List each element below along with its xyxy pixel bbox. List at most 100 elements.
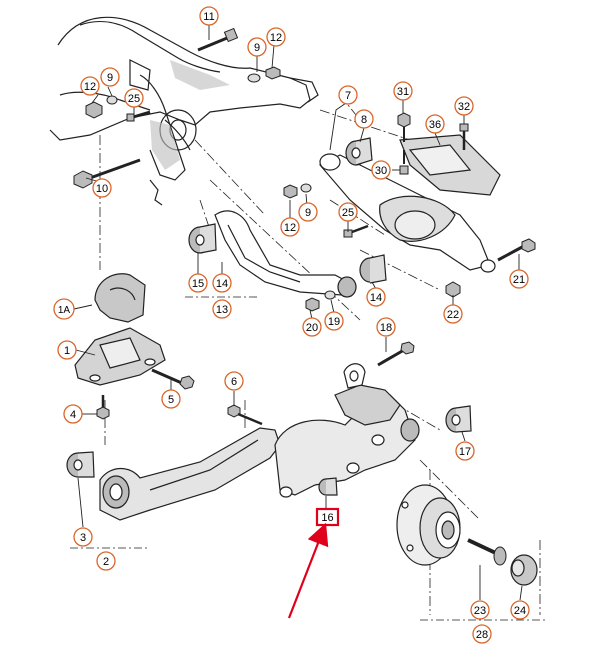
callout-label: 12 <box>284 222 296 234</box>
callout-24[interactable]: 24 <box>510 600 530 620</box>
callout-18[interactable]: 18 <box>376 317 396 337</box>
callout-label: 11 <box>203 11 214 23</box>
callout-label: 23 <box>474 605 486 617</box>
callout-label: 6 <box>231 376 237 388</box>
callout-label: 32 <box>458 101 470 113</box>
callout-label: 25 <box>128 93 140 105</box>
callout-23[interactable]: 23 <box>470 600 490 620</box>
callout-label: 10 <box>96 183 108 195</box>
callout-5[interactable]: 5 <box>161 389 181 409</box>
callout-11[interactable]: 11 <box>199 6 219 26</box>
callout-label: 7 <box>345 90 351 102</box>
wheel-bearing-housing <box>274 363 420 498</box>
callout-label: 31 <box>397 86 409 98</box>
nut-22 <box>445 281 461 298</box>
callout-32[interactable]: 32 <box>454 96 474 116</box>
callout-2[interactable]: 2 <box>96 551 116 571</box>
bushing-14 <box>337 254 387 298</box>
callout-25-left[interactable]: 25 <box>124 88 144 108</box>
callout-label: 22 <box>447 309 459 321</box>
callout-28[interactable]: 28 <box>472 624 492 644</box>
callout-4[interactable]: 4 <box>63 404 83 424</box>
nut-washer-upper-right <box>247 66 281 83</box>
callout-label: 3 <box>80 532 86 544</box>
callout-label: 1A <box>58 305 71 316</box>
callout-label: 17 <box>459 446 471 458</box>
callout-label: 9 <box>107 72 113 84</box>
nut-31 <box>397 112 411 142</box>
bolt-21 <box>497 238 536 262</box>
callout-21[interactable]: 21 <box>509 269 529 289</box>
bolt-10 <box>73 158 141 189</box>
callout-16-highlighted[interactable]: 16 <box>315 496 340 527</box>
callout-1a[interactable]: 1A <box>53 298 75 320</box>
dust-cap-24 <box>510 554 538 586</box>
callout-25-mid[interactable]: 25 <box>338 202 358 222</box>
callout-label: 14 <box>370 292 382 304</box>
callout-7[interactable]: 7 <box>338 85 358 105</box>
callout-12-left[interactable]: 12 <box>80 76 100 96</box>
bolt-11 <box>197 27 239 52</box>
washer-19-nut-20 <box>305 290 336 312</box>
callout-label: 12 <box>84 81 96 93</box>
bracket-1 <box>74 327 166 386</box>
callout-label: 28 <box>476 629 488 641</box>
wheel-hub-28 <box>396 484 461 566</box>
callout-label: 36 <box>429 119 441 131</box>
callout-36[interactable]: 36 <box>425 114 445 134</box>
callout-10[interactable]: 10 <box>92 178 112 198</box>
callout-17[interactable]: 17 <box>455 441 475 461</box>
callout-label: 21 <box>513 274 525 286</box>
callout-label: 8 <box>361 114 367 126</box>
callout-9-mid[interactable]: 9 <box>298 202 318 222</box>
callout-label: 9 <box>254 42 260 54</box>
hub-bolt-23 <box>467 538 507 566</box>
nut-washer-mid <box>283 183 312 199</box>
bushing-15 <box>188 223 217 254</box>
callout-22[interactable]: 22 <box>443 304 463 324</box>
callout-1[interactable]: 1 <box>57 340 77 360</box>
bolt-6 <box>227 404 263 426</box>
callout-20[interactable]: 20 <box>302 317 322 337</box>
callout-label: 18 <box>380 322 392 334</box>
bushing-17 <box>445 405 472 433</box>
bolt-4 <box>96 395 110 420</box>
callout-label: 12 <box>270 32 282 44</box>
callout-label: 20 <box>306 322 318 334</box>
callout-14-left[interactable]: 14 <box>212 273 232 293</box>
callout-15[interactable]: 15 <box>188 273 208 293</box>
callout-13[interactable]: 13 <box>212 299 232 319</box>
lower-control-arm <box>319 153 496 273</box>
callout-8[interactable]: 8 <box>354 109 374 129</box>
rear-subframe <box>49 16 319 206</box>
callout-3[interactable]: 3 <box>73 527 93 547</box>
upper-link-13 <box>214 210 349 296</box>
callout-label: 15 <box>192 278 204 290</box>
bolt-18 <box>377 341 415 367</box>
callout-6[interactable]: 6 <box>224 371 244 391</box>
callout-label: 25 <box>342 207 354 219</box>
nut-washer-left <box>85 95 118 119</box>
callout-label: 4 <box>70 409 76 421</box>
callout-14-right[interactable]: 14 <box>366 287 386 307</box>
callout-31[interactable]: 31 <box>393 81 413 101</box>
bushing-16 <box>318 477 338 496</box>
callout-12-mid[interactable]: 12 <box>280 217 300 237</box>
callout-9-left[interactable]: 9 <box>100 67 120 87</box>
callout-label: 30 <box>375 165 387 177</box>
callout-9-upper[interactable]: 9 <box>247 37 267 57</box>
callout-label: 2 <box>103 556 109 568</box>
callout-30[interactable]: 30 <box>371 160 391 180</box>
bolt-25-left <box>126 110 151 122</box>
callout-label: 14 <box>216 278 228 290</box>
red-pointer-arrow <box>287 522 329 619</box>
callout-19[interactable]: 19 <box>324 311 344 331</box>
bolt-5 <box>151 368 195 390</box>
spring-plate-36 <box>399 134 501 196</box>
callout-label: 16 <box>321 512 333 524</box>
bushing-8 <box>345 137 373 166</box>
callout-label: 19 <box>328 316 340 328</box>
callout-12-upper[interactable]: 12 <box>266 27 286 47</box>
